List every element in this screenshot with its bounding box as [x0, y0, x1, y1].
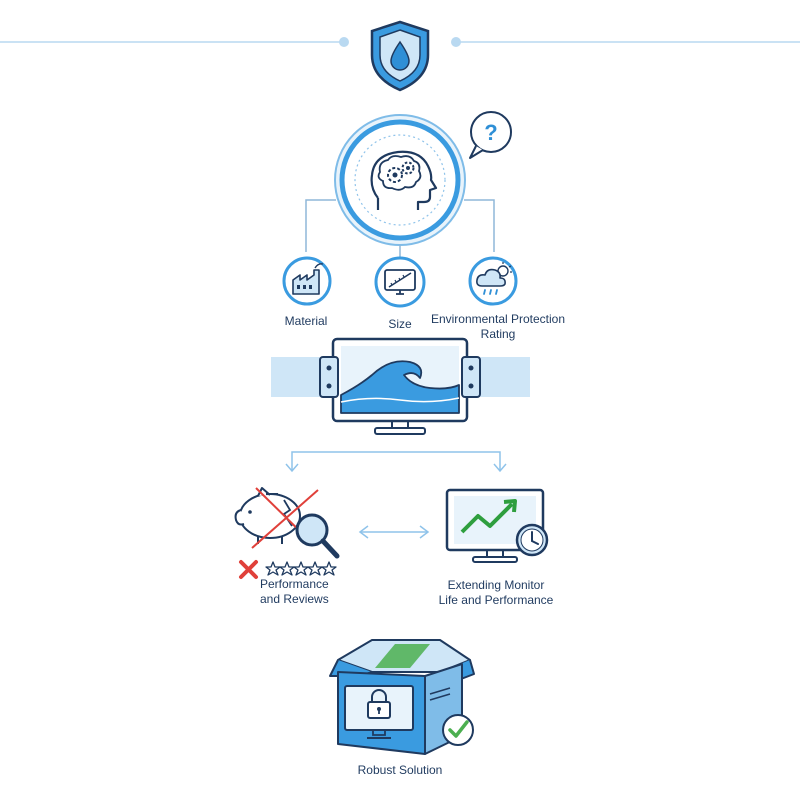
piggy-bank-magnifier-icon	[234, 487, 340, 559]
monitor-trend-clock-icon	[445, 488, 549, 563]
outcome-label-extending: Extending Monitor Life and Performance	[438, 578, 554, 607]
solution-label: Robust Solution	[357, 763, 443, 777]
header-divider	[0, 37, 800, 47]
check-badge-icon	[442, 714, 474, 746]
rejected-cross-icon	[239, 560, 258, 579]
factory-icon	[282, 256, 332, 306]
star-rating-icon	[265, 561, 337, 576]
shield-water-drop-icon	[370, 20, 430, 92]
outcome-label-reviews: Performance and Reviews	[260, 577, 329, 606]
factor-label-rating: Environmental Protection Rating	[430, 312, 566, 341]
brain-gears-icon	[334, 114, 466, 246]
box-lock-monitor-icon	[329, 639, 475, 755]
split-arrows	[285, 451, 507, 473]
factor-label-size: Size	[388, 317, 412, 331]
double-arrow	[358, 525, 430, 539]
question-bubble-icon: ?	[469, 111, 512, 159]
svg-text:?: ?	[484, 120, 497, 145]
monitor-ruler-icon	[374, 256, 426, 308]
mounted-monitor-wave-icon	[271, 337, 530, 435]
factor-connectors	[305, 199, 495, 258]
cloud-rain-sun-icon	[468, 256, 518, 306]
factor-label-material: Material	[284, 314, 328, 328]
